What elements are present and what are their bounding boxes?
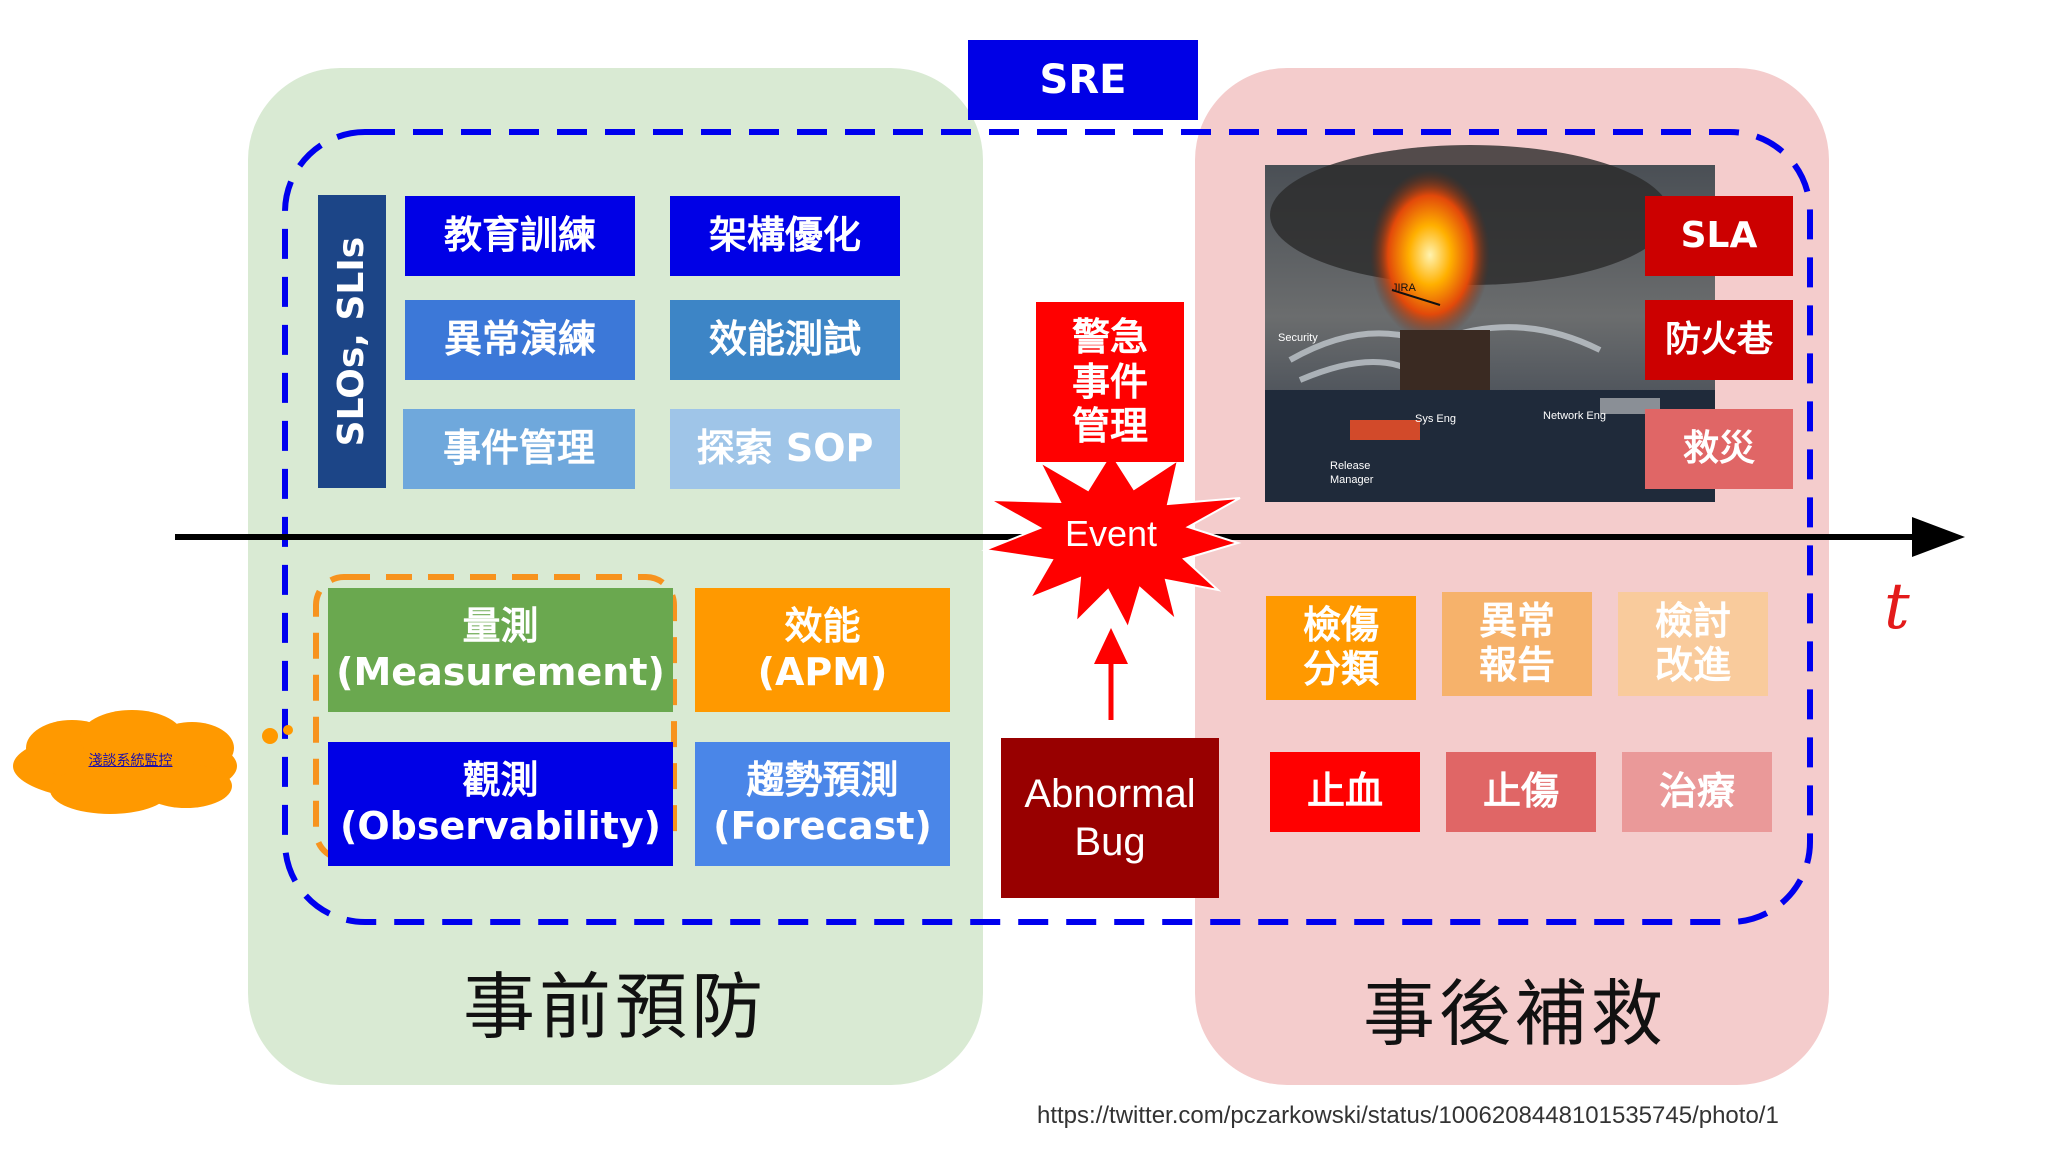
apm-zh: 效能: [784, 604, 861, 649]
box-chaos-drill: 異常演練: [405, 300, 635, 380]
bug-to-event-arrowhead: [1094, 628, 1128, 664]
callout-cloud: [13, 710, 293, 814]
box-stop-injury: 止傷: [1446, 752, 1596, 832]
box-treatment: 治療: [1622, 752, 1772, 832]
sre-dashed-boundary: [282, 129, 1813, 925]
box-architecture: 架構優化: [670, 196, 900, 276]
observability-zh: 觀測: [462, 758, 539, 803]
box-review-improve: 檢討 改進: [1618, 592, 1768, 696]
source-url[interactable]: https://twitter.com/pczarkowski/status/1…: [1037, 1102, 1779, 1129]
urgent-line3: 管理: [1071, 404, 1148, 449]
remediation-title: 事後補救: [1362, 972, 1667, 1056]
box-perf-test: 效能測試: [670, 300, 900, 380]
photo-label-sys-eng: Sys Eng: [1415, 413, 1456, 425]
prevention-title: 事前預防: [462, 965, 767, 1049]
box-incident-mgmt: 事件管理: [403, 409, 635, 489]
triage-l2: 分類: [1302, 647, 1379, 691]
sre-label: SRE: [968, 40, 1198, 120]
rig-fire-photo: [1265, 145, 1715, 502]
box-incident-report: 異常 報告: [1442, 592, 1592, 696]
monitoring-article-link[interactable]: 淺談系統監控: [88, 753, 173, 769]
photo-label-release: Release: [1330, 460, 1371, 472]
time-axis-label: t: [1884, 570, 1910, 644]
box-disaster-relief: 救災: [1645, 409, 1793, 489]
apm-en: (APM): [757, 650, 888, 694]
box-training: 教育訓練: [405, 196, 635, 276]
observability-en: (Observability): [340, 804, 661, 848]
event-starburst: [981, 451, 1242, 631]
slo-sli-label: SLOs, SLIs: [331, 236, 373, 447]
slo-sli-bar: SLOs, SLIs: [318, 195, 386, 488]
photo-label-security: Security: [1278, 332, 1318, 344]
triage-l1: 檢傷: [1302, 603, 1379, 648]
measurement-en: (Measurement): [336, 650, 665, 694]
abnormal-line1: Abnormal: [1024, 772, 1196, 816]
event-label: Event: [1064, 513, 1158, 554]
measurement-zh: 量測: [462, 604, 539, 649]
photo-label-jira: JIRA: [1392, 282, 1416, 294]
urgent-line2: 事件: [1071, 359, 1148, 404]
review-l1: 檢討: [1654, 599, 1731, 644]
box-observability: 觀測 (Observability): [328, 742, 673, 866]
photo-label-manager: Manager: [1330, 474, 1374, 486]
box-stop-bleeding: 止血: [1270, 752, 1420, 832]
review-l2: 改進: [1654, 643, 1731, 687]
urgent-line1: 警急: [1071, 314, 1148, 359]
box-sla: SLA: [1645, 196, 1793, 276]
box-forecast: 趨勢預測 (Forecast): [695, 742, 950, 866]
photo-label-network-eng: Network Eng: [1543, 410, 1606, 422]
time-axis-arrowhead: [1912, 517, 1965, 557]
abnormal-line2: Bug: [1074, 820, 1146, 864]
box-firebreak: 防火巷: [1645, 300, 1793, 380]
forecast-en: (Forecast): [713, 804, 932, 848]
box-measurement: 量測 (Measurement): [328, 588, 673, 712]
forecast-zh: 趨勢預測: [746, 758, 899, 803]
report-l2: 報告: [1478, 643, 1555, 687]
box-abnormal-bug: Abnormal Bug: [1001, 738, 1219, 898]
box-explore-sop: 探索 SOP: [670, 409, 900, 489]
report-l1: 異常: [1478, 599, 1555, 644]
box-triage: 檢傷 分類: [1266, 596, 1416, 700]
box-urgent-incident-mgmt: 警急 事件 管理: [1036, 302, 1184, 462]
box-apm: 效能 (APM): [695, 588, 950, 712]
